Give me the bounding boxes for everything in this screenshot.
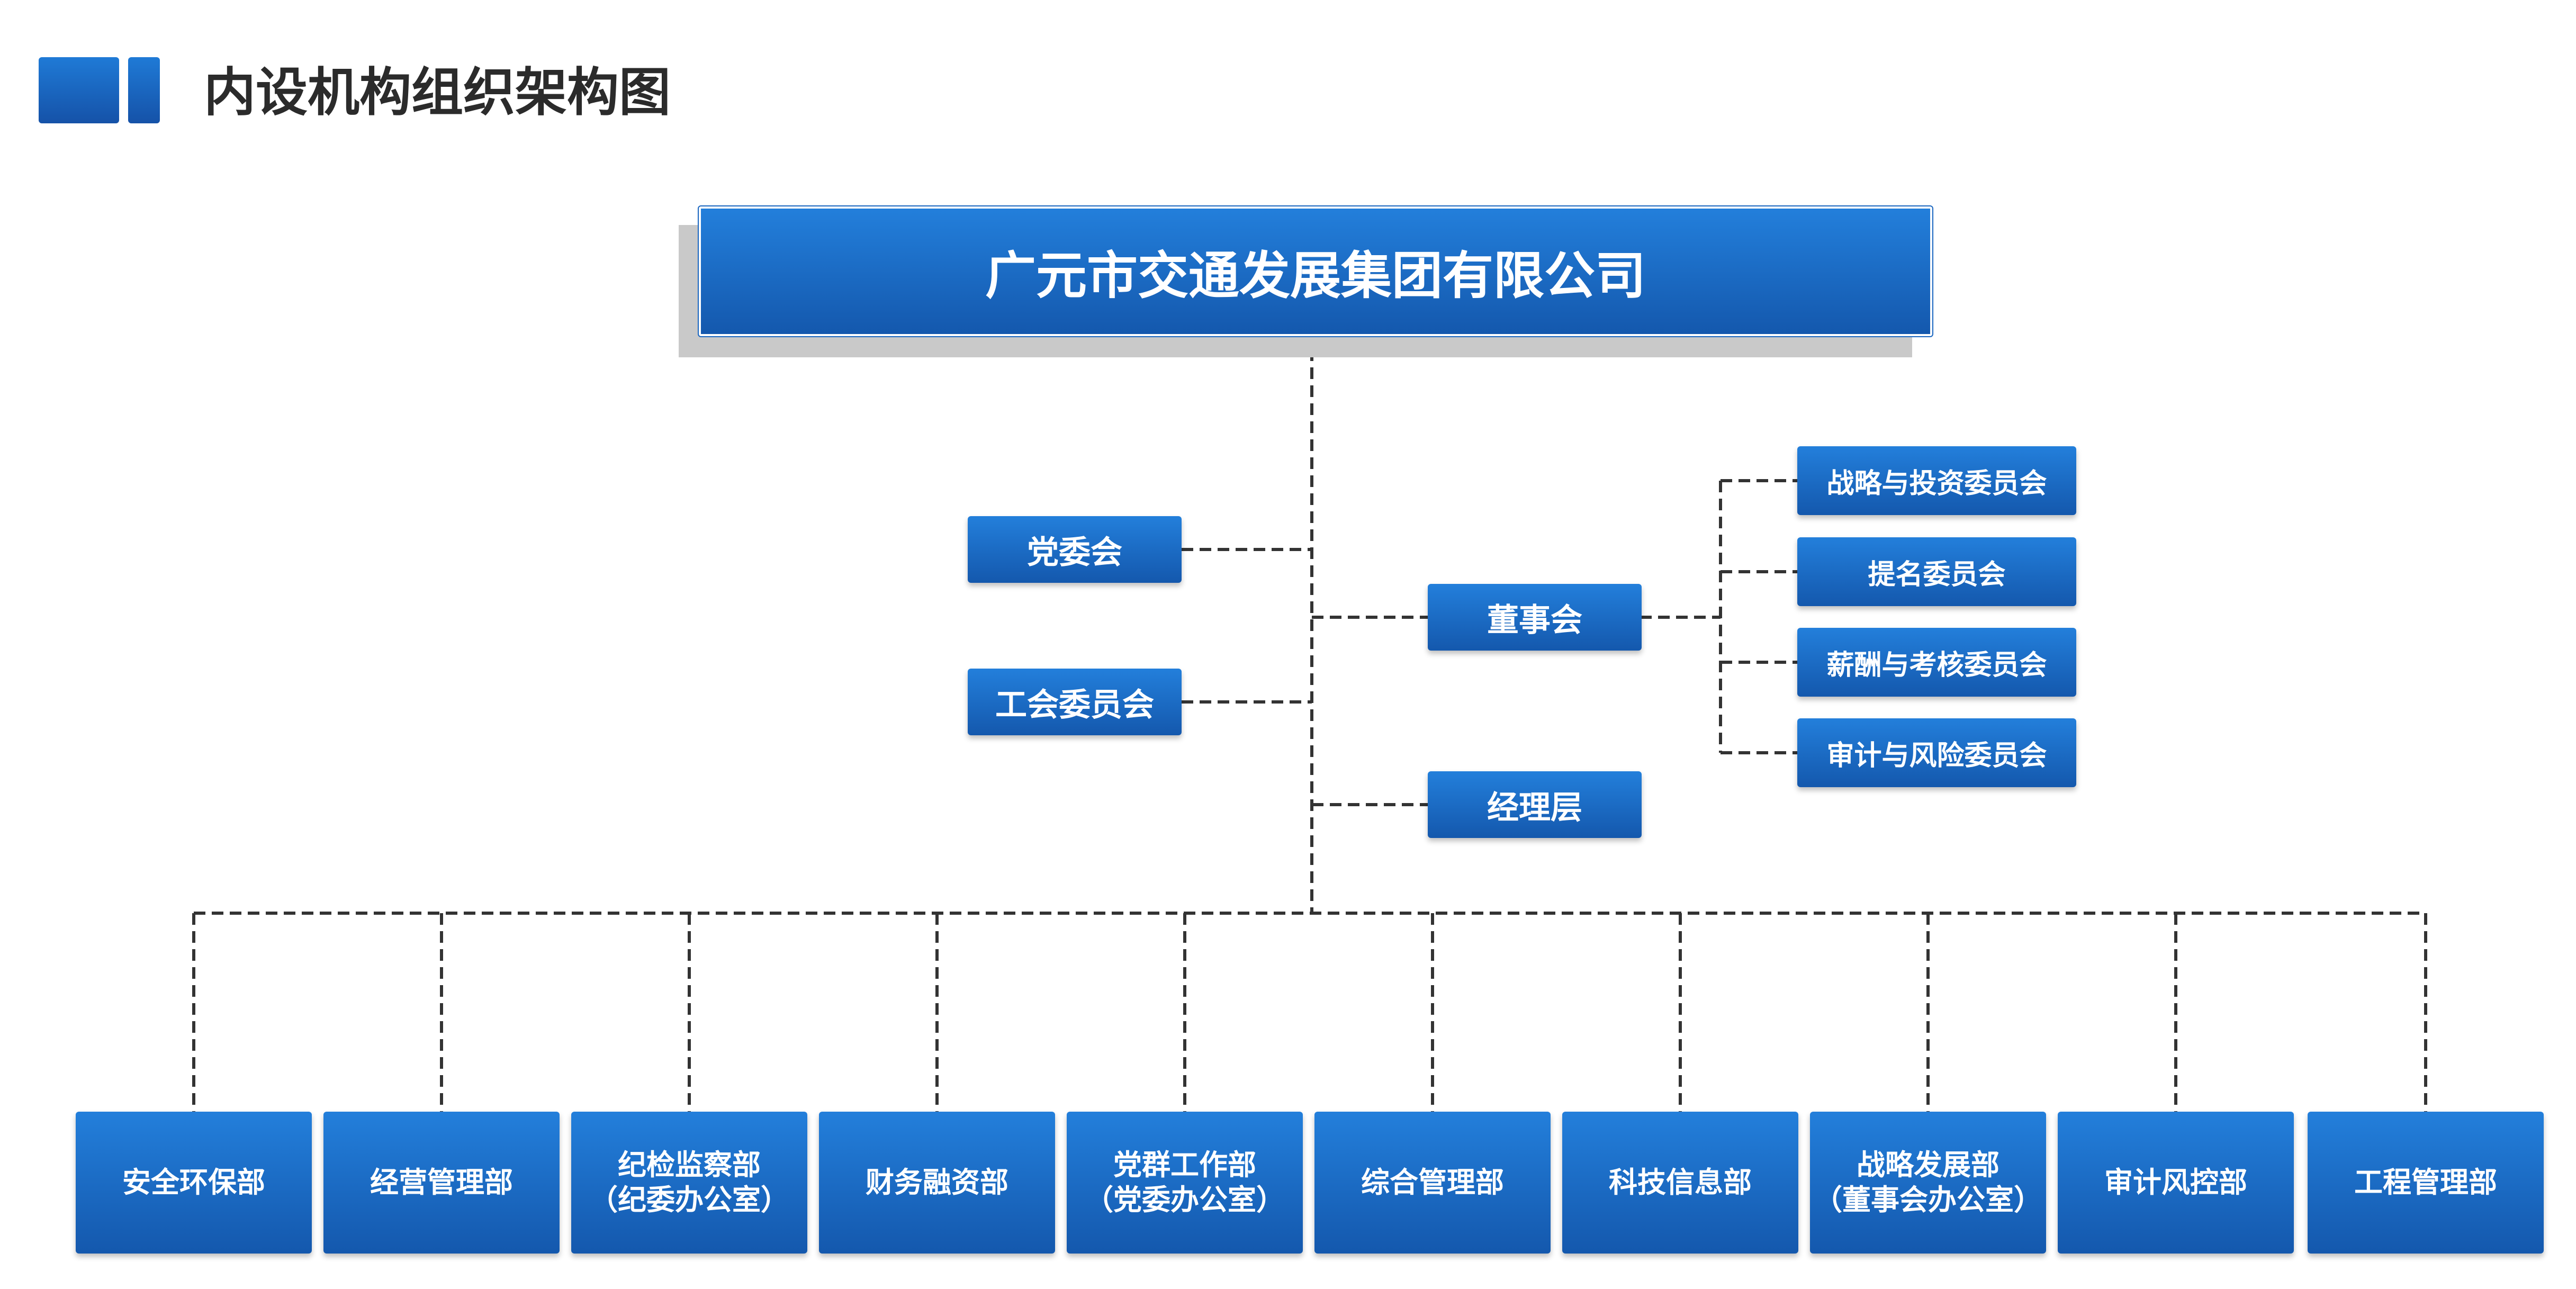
board-box: 董事会: [1428, 584, 1642, 651]
dept-name: 纪检监察部: [618, 1148, 761, 1182]
dept-name: 审计风控部: [2104, 1166, 2247, 1199]
dept-strategic-development: 战略发展部 （董事会办公室）: [1810, 1112, 2046, 1254]
header-accent-icon: [39, 57, 119, 123]
committee-audit-risk: 审计与风险委员会: [1797, 718, 2076, 787]
dept-safety-environment: 安全环保部: [76, 1112, 312, 1254]
page-title: 内设机构组织架构图: [204, 62, 671, 123]
dept-name: 综合管理部: [1361, 1166, 1504, 1199]
committee-strategy-investment: 战略与投资委员会: [1797, 446, 2076, 515]
committee-nomination: 提名委员会: [1797, 537, 2076, 606]
committee-compensation-assessment: 薪酬与考核委员会: [1797, 628, 2076, 697]
dept-sub: （党委办公室）: [1085, 1183, 1285, 1216]
header-accent-small-icon: [128, 57, 160, 123]
dept-name: 安全环保部: [122, 1166, 265, 1199]
union-committee-box: 工会委员会: [968, 669, 1182, 735]
dept-discipline-inspection: 纪检监察部 （纪委办公室）: [571, 1112, 807, 1254]
dept-technology-information: 科技信息部: [1562, 1112, 1798, 1254]
dept-name: 财务融资部: [866, 1166, 1008, 1199]
org-root-company: 广元市交通发展集团有限公司: [698, 205, 1933, 337]
dept-name: 战略发展部: [1857, 1148, 1999, 1182]
dept-name: 经营管理部: [370, 1166, 513, 1199]
dept-general-management: 综合管理部: [1314, 1112, 1551, 1254]
dept-name: 工程管理部: [2354, 1166, 2497, 1199]
dept-sub: （董事会办公室）: [1814, 1183, 2042, 1216]
dept-party-mass-work: 党群工作部 （党委办公室）: [1067, 1112, 1303, 1254]
dept-finance: 财务融资部: [819, 1112, 1055, 1254]
dept-operations-management: 经营管理部: [323, 1112, 560, 1254]
dept-sub: （纪委办公室）: [589, 1183, 789, 1216]
dept-engineering-management: 工程管理部: [2308, 1112, 2544, 1254]
dept-name: 科技信息部: [1609, 1166, 1752, 1199]
dept-name: 党群工作部: [1113, 1148, 1256, 1182]
management-box: 经理层: [1428, 771, 1642, 838]
party-committee-box: 党委会: [968, 516, 1182, 583]
dept-audit-risk-control: 审计风控部: [2058, 1112, 2294, 1254]
